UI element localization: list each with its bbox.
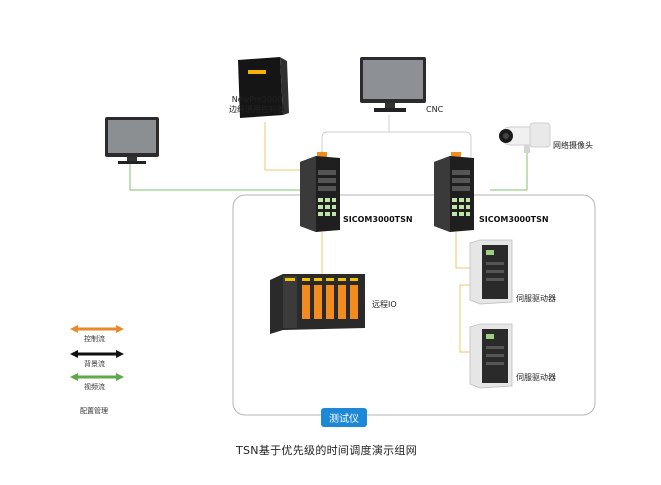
- monitor-left: [105, 117, 159, 164]
- servo-1-label: 伺服驱动器: [516, 294, 556, 303]
- video-link-camera: [490, 153, 528, 191]
- diagram-caption: TSN基于优先级的时间调度演示组网: [236, 444, 418, 457]
- switch-right-device: [434, 152, 474, 232]
- controller-device: [238, 57, 289, 118]
- control-link-servo-chain: [459, 284, 470, 353]
- legend-label-video: 视频流: [84, 383, 105, 391]
- switch-right-label: SICOM3000TSN: [479, 215, 549, 224]
- legend-arrow-control: [70, 325, 124, 333]
- camera-label: 网络摄像头: [553, 141, 593, 150]
- legend-arrow-video: [70, 373, 124, 381]
- legend-label-control: 控制流: [84, 335, 105, 343]
- control-link-servo-1: [455, 232, 470, 269]
- servo-2-device: [469, 323, 513, 389]
- cnc-label: CNC: [426, 105, 444, 114]
- controller-label: NewPre3000 边缘通用控制器: [229, 95, 285, 115]
- control-link-controller: [264, 122, 300, 171]
- legend-label-config: 配置管理: [80, 407, 108, 415]
- video-link-monitor: [129, 163, 300, 191]
- tester-badge: 测试仪: [321, 408, 367, 427]
- servo-2-label: 伺服驱动器: [516, 373, 556, 382]
- camera-device: [499, 122, 551, 153]
- tester-boundary: [232, 194, 596, 416]
- servo-1-device: [469, 239, 513, 305]
- controller-label-line1: NewPre3000: [231, 95, 283, 104]
- switch-left-device: [300, 152, 340, 232]
- switch-left-label: SICOM3000TSN: [343, 215, 413, 224]
- management-link-cnc: [321, 131, 472, 157]
- cnc-monitor: [360, 57, 426, 112]
- legend-label-background: 背景流: [84, 360, 105, 368]
- controller-label-line2: 边缘通用控制器: [229, 105, 285, 114]
- legend-arrow-background: [70, 350, 124, 358]
- remote-io-label: 远程IO: [372, 300, 397, 309]
- remote-io-device: [270, 274, 365, 334]
